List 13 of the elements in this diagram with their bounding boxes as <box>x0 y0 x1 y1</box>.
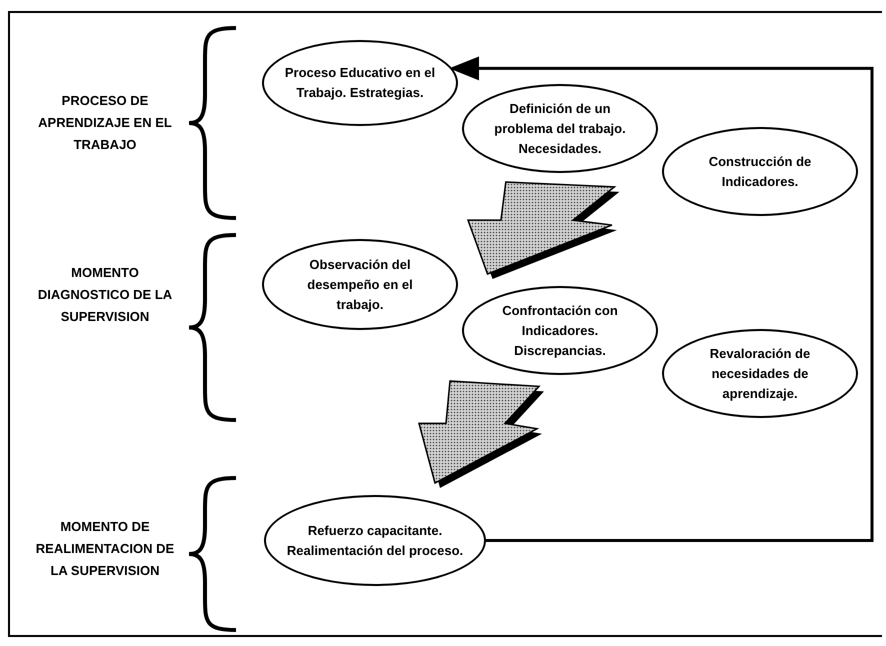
feedback-arrow <box>449 56 874 542</box>
step-text: Definición de un problema del trabajo. Necesidades. <box>493 100 627 158</box>
step-text: Revaloración de necesidades de aprendizaje. <box>708 344 812 403</box>
stage-label: PROCESO DE APRENDIZAJE EN EL TRABAJO <box>37 92 173 154</box>
step-text: Observación del desempeño en el trabajo. <box>306 256 414 314</box>
step-text: Confrontación con Indicadores. Discrepancias. <box>501 302 619 360</box>
step-text: Proceso Educativo en el Trabajo. Estrategias. <box>284 64 436 102</box>
stage-label: MOMENTO DIAGNOSTICO DE LA SUPERVISION <box>36 264 174 326</box>
block-arrow <box>418 380 544 488</box>
stage-label: MOMENTO DE REALIMENTACION DE LA SUPERVISION <box>34 518 176 580</box>
step-text: Construcción de Indicadores. <box>708 152 812 190</box>
block-arrow <box>466 181 620 279</box>
step-text: Refuerzo capacitante. Realimentación del proceso. <box>286 522 464 560</box>
